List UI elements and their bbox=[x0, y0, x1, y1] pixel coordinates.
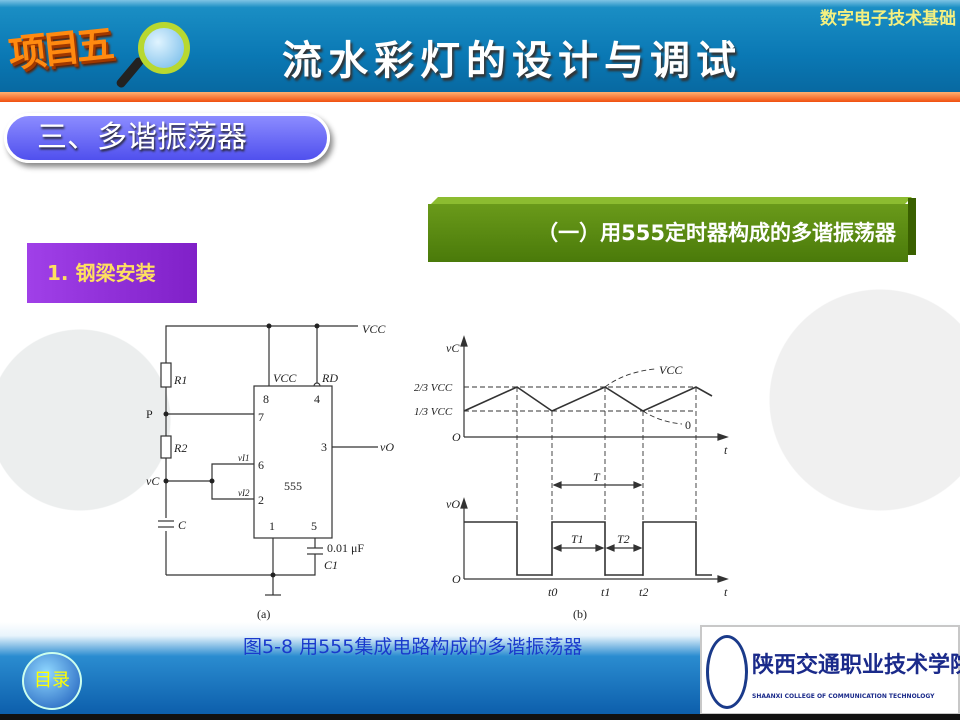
r1-label: R1 bbox=[173, 373, 187, 387]
chip-label: 555 bbox=[284, 479, 302, 493]
two-thirds-vcc-label: 2/3 VCC bbox=[414, 382, 453, 394]
origin-bottom: O bbox=[452, 572, 461, 586]
vo-square-wave bbox=[464, 521, 712, 576]
asymptote-vcc: VCC bbox=[659, 363, 683, 377]
c1-value: 0.01 μF bbox=[327, 541, 364, 555]
vi1-label: vI1 bbox=[238, 453, 250, 463]
p-label: P bbox=[146, 407, 153, 421]
pin-2: 2 bbox=[258, 493, 264, 507]
waveform-diagram bbox=[460, 335, 729, 583]
t-label-top: t bbox=[724, 443, 728, 457]
t-label-bottom: t bbox=[724, 585, 728, 599]
t1-label: t1 bbox=[601, 585, 610, 599]
pin-4: 4 bbox=[314, 392, 320, 406]
course-name: 数字电子技术基础 bbox=[820, 9, 956, 29]
t0-label: t0 bbox=[548, 585, 557, 599]
pin-7: 7 bbox=[258, 410, 264, 424]
vc-triangle-wave bbox=[463, 386, 713, 412]
t2-duration-label: T2 bbox=[617, 532, 630, 546]
page-title: 流水彩灯的设计与调试 bbox=[282, 38, 742, 84]
menu-button[interactable]: 目录 bbox=[22, 652, 82, 710]
school-logo: 陕西交通职业技术学院 SHAANXI COLLEGE OF COMMUNICAT… bbox=[700, 625, 960, 715]
t2-label: t2 bbox=[639, 585, 648, 599]
c-label: C bbox=[178, 518, 187, 532]
school-seal-icon bbox=[706, 635, 748, 709]
one-third-vcc-label: 1/3 VCC bbox=[414, 406, 453, 418]
pin-8: 8 bbox=[263, 392, 269, 406]
resistor-r1 bbox=[160, 362, 172, 388]
origin-top: O bbox=[452, 430, 461, 444]
vcc-pin-label: VCC bbox=[273, 371, 297, 385]
school-name-cn: 陕西交通职业技术学院 bbox=[752, 652, 960, 678]
vcc-label: VCC bbox=[362, 322, 386, 336]
circuit-nodes bbox=[163, 323, 320, 578]
caption-a: (a) bbox=[257, 607, 270, 621]
pin-3: 3 bbox=[321, 440, 327, 454]
magnifier-icon bbox=[138, 22, 190, 74]
t1-duration-label: T1 bbox=[571, 532, 584, 546]
banner-side-face bbox=[908, 198, 916, 255]
school-name-en: SHAANXI COLLEGE OF COMMUNICATION TECHNOL… bbox=[752, 693, 935, 700]
chip-555 bbox=[253, 385, 333, 539]
rd-label: RD bbox=[321, 371, 338, 385]
circuit-diagram bbox=[158, 325, 378, 596]
vc-axis-label: vC bbox=[446, 341, 460, 355]
vi2-label: vI2 bbox=[238, 488, 250, 498]
figure-caption: 图5-8 用555集成电路构成的多谐振荡器 bbox=[243, 636, 583, 658]
asymptote-zero: 0 bbox=[685, 418, 691, 432]
header-stripe bbox=[0, 92, 960, 102]
pin-6: 6 bbox=[258, 458, 264, 472]
step-label: 1. 钢梁安装 bbox=[27, 243, 197, 303]
section-title: 三、多谐振荡器 bbox=[4, 113, 330, 163]
c1-label: C1 bbox=[324, 558, 338, 572]
r2-label: R2 bbox=[173, 441, 187, 455]
subsection-banner: （一）用555定时器构成的多谐振荡器 bbox=[428, 204, 908, 262]
vc-label: vC bbox=[146, 474, 160, 488]
pin-1: 1 bbox=[269, 519, 275, 533]
bottom-bar bbox=[0, 714, 960, 720]
vo-label: vO bbox=[380, 440, 394, 454]
resistor-r2 bbox=[160, 435, 172, 459]
pin-5: 5 bbox=[311, 519, 317, 533]
vo-axis-label: vO bbox=[446, 497, 460, 511]
caption-b: (b) bbox=[573, 607, 587, 621]
gear-background bbox=[0, 100, 960, 620]
period-label: T bbox=[593, 470, 601, 484]
